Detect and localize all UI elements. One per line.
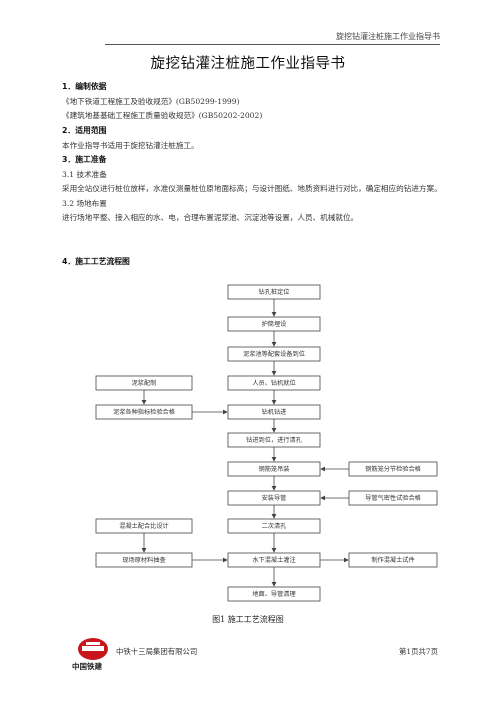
flow-main-step-4: 人员、钻机就位 (227, 375, 321, 391)
flow-main-step-11-label: 地面、导管清理 (252, 590, 295, 598)
flow-right-step-1-label: 钢筋笼分节检验合格 (365, 465, 421, 473)
flow-main-step-2: 护筒埋设 (227, 316, 321, 332)
flow-main-step-10: 水下混凝土灌注 (227, 552, 321, 568)
flow-right-step-1: 钢筋笼分节检验合格 (348, 461, 438, 477)
flow-left-step-4: 现场原材料抽查 (95, 552, 193, 568)
footer-company: 中铁十三局集团有限公司 (116, 647, 198, 656)
flow-left-step-3-label: 混凝土配合比设计 (119, 522, 169, 530)
flow-right-step-3-label: 制作混凝土试件 (371, 556, 414, 564)
document-title: 旋挖钻灌注桩施工作业指导书 (150, 56, 346, 72)
flow-main-step-1: 钻孔桩定位 (227, 284, 321, 300)
flow-left-step-3: 混凝土配合比设计 (95, 518, 193, 534)
section-1: 1．编制依据 《地下铁道工程施工及验收规范》(GB50299-1999) 《建筑… (62, 80, 450, 124)
flow-main-step-5-label: 钻机钻进 (262, 408, 287, 416)
flow-left-step-1: 泥浆配制 (95, 375, 193, 391)
section-3-heading: 3．施工准备 (62, 155, 107, 164)
flow-main-step-11: 地面、导管清理 (227, 586, 321, 602)
flow-main-step-8-label: 安装导管 (262, 494, 287, 502)
flow-left-step-2-label: 泥浆各种指标检验合格 (113, 408, 176, 416)
flow-main-step-6-label: 钻进到位，进行清孔 (246, 436, 302, 444)
flow-main-step-3-label: 泥浆池等配套设备到位 (243, 350, 305, 358)
flow-main-step-5: 钻机钻进 (227, 404, 321, 420)
flow-main-step-7: 钢筋笼吊装 (227, 461, 321, 477)
flow-right-step-2: 导管气密性试验合格 (348, 490, 438, 506)
flow-left-step-1-label: 泥浆配制 (132, 379, 157, 387)
section-2-heading: 2．适用范围 (62, 126, 107, 135)
flow-main-step-9: 二次清孔 (227, 518, 321, 534)
section-2-line-1: 本作业指导书适用于旋挖钻灌注桩施工。 (62, 140, 199, 150)
flow-main-step-4-label: 人员、钻机就位 (252, 379, 295, 387)
section-3-sub-2-text: 进行场地平整、接入相应的水、电，合理布置泥浆池、沉淀池等设置，人员、机械就位。 (62, 213, 359, 222)
section-3-sub-1: 3.1 技术准备 (62, 169, 107, 179)
flow-main-step-6: 钻进到位，进行清孔 (227, 432, 321, 448)
flow-left-step-2: 泥浆各种指标检验合格 (95, 404, 193, 420)
figure-caption: 图1 施工工艺流程图 (212, 615, 284, 624)
flow-main-step-7-label: 钢筋笼吊装 (259, 465, 290, 473)
crcc-logo-icon (78, 638, 108, 660)
flow-main-step-3: 泥浆池等配套设备到位 (227, 346, 321, 362)
flow-main-step-2-label: 护筒埋设 (262, 320, 287, 328)
flow-right-step-3: 制作混凝土试件 (348, 552, 438, 568)
flow-main-step-8: 安装导管 (227, 490, 321, 506)
section-1-line-2: 《建筑地基基础工程施工质量验收规范》(GB50202-2002) (62, 111, 263, 120)
flow-right-step-2-label: 导管气密性试验合格 (365, 494, 421, 502)
section-3-sub-2: 3.2 场地布置 (62, 198, 107, 208)
section-2: 2．适用范围 本作业指导书适用于旋挖钻灌注桩施工。 (62, 124, 450, 153)
flow-left-step-4-label: 现场原材料抽查 (122, 556, 165, 564)
flow-main-step-10-label: 水下混凝土灌注 (252, 556, 295, 564)
footer-page-number: 第1页共7页 (399, 647, 438, 656)
logo-text: 中国铁建 (72, 662, 102, 671)
flow-main-step-1-label: 钻孔桩定位 (259, 288, 290, 296)
running-header: 旋挖钻灌注桩施工作业指导书 (105, 30, 440, 45)
section-1-heading: 1．编制依据 (62, 82, 107, 91)
section-4-heading: 4．施工工艺流程图 (62, 257, 130, 266)
section-3-sub-1-text: 采用全站仪进行桩位放样，水准仪测量桩位原地面标高；与设计图纸、地质资料进行对比，… (62, 184, 442, 193)
section-3: 3．施工准备 3.1 技术准备 采用全站仪进行桩位放样，水准仪测量桩位原地面标高… (62, 153, 450, 226)
section-1-line-1: 《地下铁道工程施工及验收规范》(GB50299-1999) (62, 96, 240, 106)
flow-main-step-9-label: 二次清孔 (262, 522, 287, 530)
section-4: 4．施工工艺流程图 (62, 255, 450, 270)
running-header-title: 旋挖钻灌注桩施工作业指导书 (336, 32, 440, 41)
